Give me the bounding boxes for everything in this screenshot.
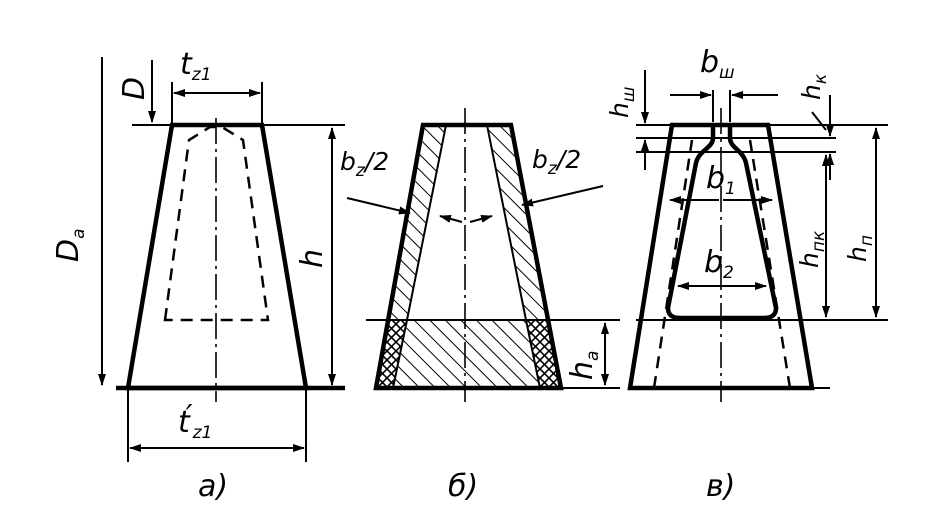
bz-right-label: bz/2 xyxy=(532,145,581,179)
slot-outline-c xyxy=(665,125,779,321)
bz-right-arrow-2 xyxy=(469,215,493,223)
caption-a: а) xyxy=(198,469,228,504)
tooth-dashed-c xyxy=(652,139,792,389)
hp-label: hп xyxy=(843,235,877,262)
figure-b: bz/2 bz/2 ha б) xyxy=(340,108,620,504)
bz-left-arrow-2 xyxy=(439,215,463,223)
left-wall-hatch xyxy=(387,125,446,320)
figure-c: bш hш hк b1 b2 hпк hп в) xyxy=(605,45,888,504)
b1-label: b1 xyxy=(706,161,736,199)
tz1-label: tz1 xyxy=(180,47,212,85)
b2-label: b2 xyxy=(704,245,734,283)
hk-leader xyxy=(811,111,827,131)
figure-a: Da D tz1 h t′z1 а) xyxy=(51,47,345,504)
da-label: Da xyxy=(51,228,89,262)
caption-b: б) xyxy=(448,469,478,504)
d-label: D xyxy=(117,77,152,100)
tz1p-label: t′z1 xyxy=(178,399,212,443)
bz-right-arrow-1 xyxy=(521,185,604,207)
hk-label: hк xyxy=(797,73,831,100)
hsh-label: hш xyxy=(605,87,639,118)
h-label-a: h xyxy=(295,249,330,268)
right-wall-hatch xyxy=(487,125,547,320)
left-corner-crosshatch xyxy=(376,320,407,388)
caption-c: в) xyxy=(706,469,735,504)
bz-left-label: bz/2 xyxy=(340,147,389,181)
hpk-label: hпк xyxy=(795,230,829,268)
bz-left-arrow-1 xyxy=(346,197,411,215)
right-corner-crosshatch xyxy=(526,320,561,388)
ha-label: ha xyxy=(565,351,603,380)
slot-dashed-a xyxy=(163,125,270,322)
yoke-hatch xyxy=(393,320,540,388)
tooth-outline-a xyxy=(125,122,309,391)
bsh-label: bш xyxy=(700,45,735,83)
